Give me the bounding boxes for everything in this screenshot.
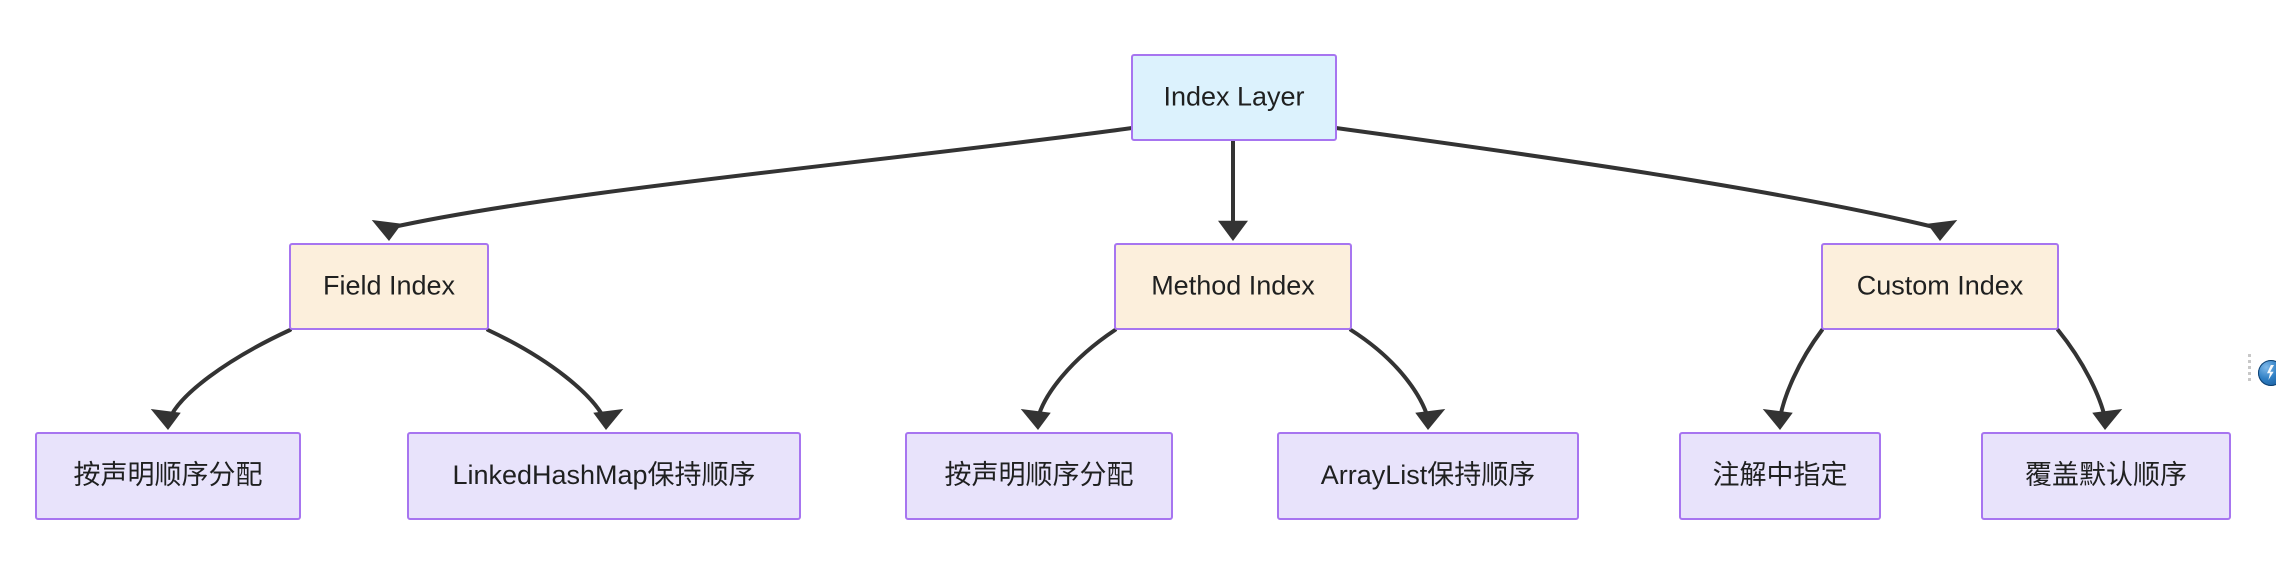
node-box[interactable] xyxy=(407,432,801,520)
edge-field-to-f2 xyxy=(486,328,624,430)
node-label: 注解中指定 xyxy=(1713,460,1848,490)
node-box[interactable] xyxy=(905,432,1173,520)
node-box[interactable] xyxy=(1981,432,2231,520)
edge-line xyxy=(1334,126,1940,230)
edge-custom-to-c2 xyxy=(2056,328,2123,430)
edge-line xyxy=(2056,328,2107,420)
node-label: LinkedHashMap保持顺序 xyxy=(452,460,755,490)
node-box[interactable] xyxy=(35,432,301,520)
node-label: 按声明顺序分配 xyxy=(945,460,1134,490)
edges-group xyxy=(150,126,2123,430)
edge-arrowhead-icon xyxy=(150,409,181,430)
edge-method-to-m2 xyxy=(1349,328,1446,430)
edge-line xyxy=(1036,328,1117,420)
node-box[interactable] xyxy=(1679,432,1881,520)
edge-arrowhead-icon xyxy=(371,220,402,241)
edge-root-to-field xyxy=(371,126,1134,241)
node-box[interactable] xyxy=(1131,54,1337,141)
node-label: Field Index xyxy=(323,271,456,301)
edge-line xyxy=(486,328,606,420)
edge-arrowhead-icon xyxy=(1218,220,1248,241)
node-label: Index Layer xyxy=(1163,82,1304,112)
node-m2[interactable]: ArrayList保持顺序 xyxy=(1277,432,1579,520)
node-f2[interactable]: LinkedHashMap保持顺序 xyxy=(407,432,801,520)
edge-line xyxy=(1349,328,1430,420)
edge-custom-to-c1 xyxy=(1762,328,1824,430)
node-custom[interactable]: Custom Index xyxy=(1821,243,2059,330)
node-m1[interactable]: 按声明顺序分配 xyxy=(905,432,1173,520)
edge-arrowhead-icon xyxy=(2092,409,2123,430)
node-c1[interactable]: 注解中指定 xyxy=(1679,432,1881,520)
edge-method-to-m1 xyxy=(1020,328,1117,430)
node-field[interactable]: Field Index xyxy=(289,243,489,330)
node-label: ArrayList保持顺序 xyxy=(1321,460,1536,490)
edge-arrowhead-icon xyxy=(1415,409,1446,430)
edge-root-to-method xyxy=(1218,139,1248,241)
edge-arrowhead-icon xyxy=(1762,409,1793,430)
node-label: 覆盖默认顺序 xyxy=(2025,460,2187,490)
node-label: Method Index xyxy=(1151,271,1315,301)
node-box[interactable] xyxy=(1114,243,1352,330)
node-label: Custom Index xyxy=(1857,271,2024,301)
node-c2[interactable]: 覆盖默认顺序 xyxy=(1981,432,2231,520)
edge-arrowhead-icon xyxy=(1020,409,1051,430)
node-box[interactable] xyxy=(289,243,489,330)
node-box[interactable] xyxy=(1821,243,2059,330)
node-f1[interactable]: 按声明顺序分配 xyxy=(35,432,301,520)
node-box[interactable] xyxy=(1277,432,1579,520)
edge-root-to-custom xyxy=(1334,126,1958,241)
edge-line xyxy=(387,126,1134,230)
edge-field-to-f1 xyxy=(150,328,292,430)
edge-arrowhead-icon xyxy=(593,409,624,430)
node-root[interactable]: Index Layer xyxy=(1131,54,1337,141)
edge-line xyxy=(1778,328,1824,420)
edge-line xyxy=(168,328,292,420)
node-method[interactable]: Method Index xyxy=(1114,243,1352,330)
edge-arrowhead-icon xyxy=(1927,220,1958,241)
node-label: 按声明顺序分配 xyxy=(74,460,263,490)
